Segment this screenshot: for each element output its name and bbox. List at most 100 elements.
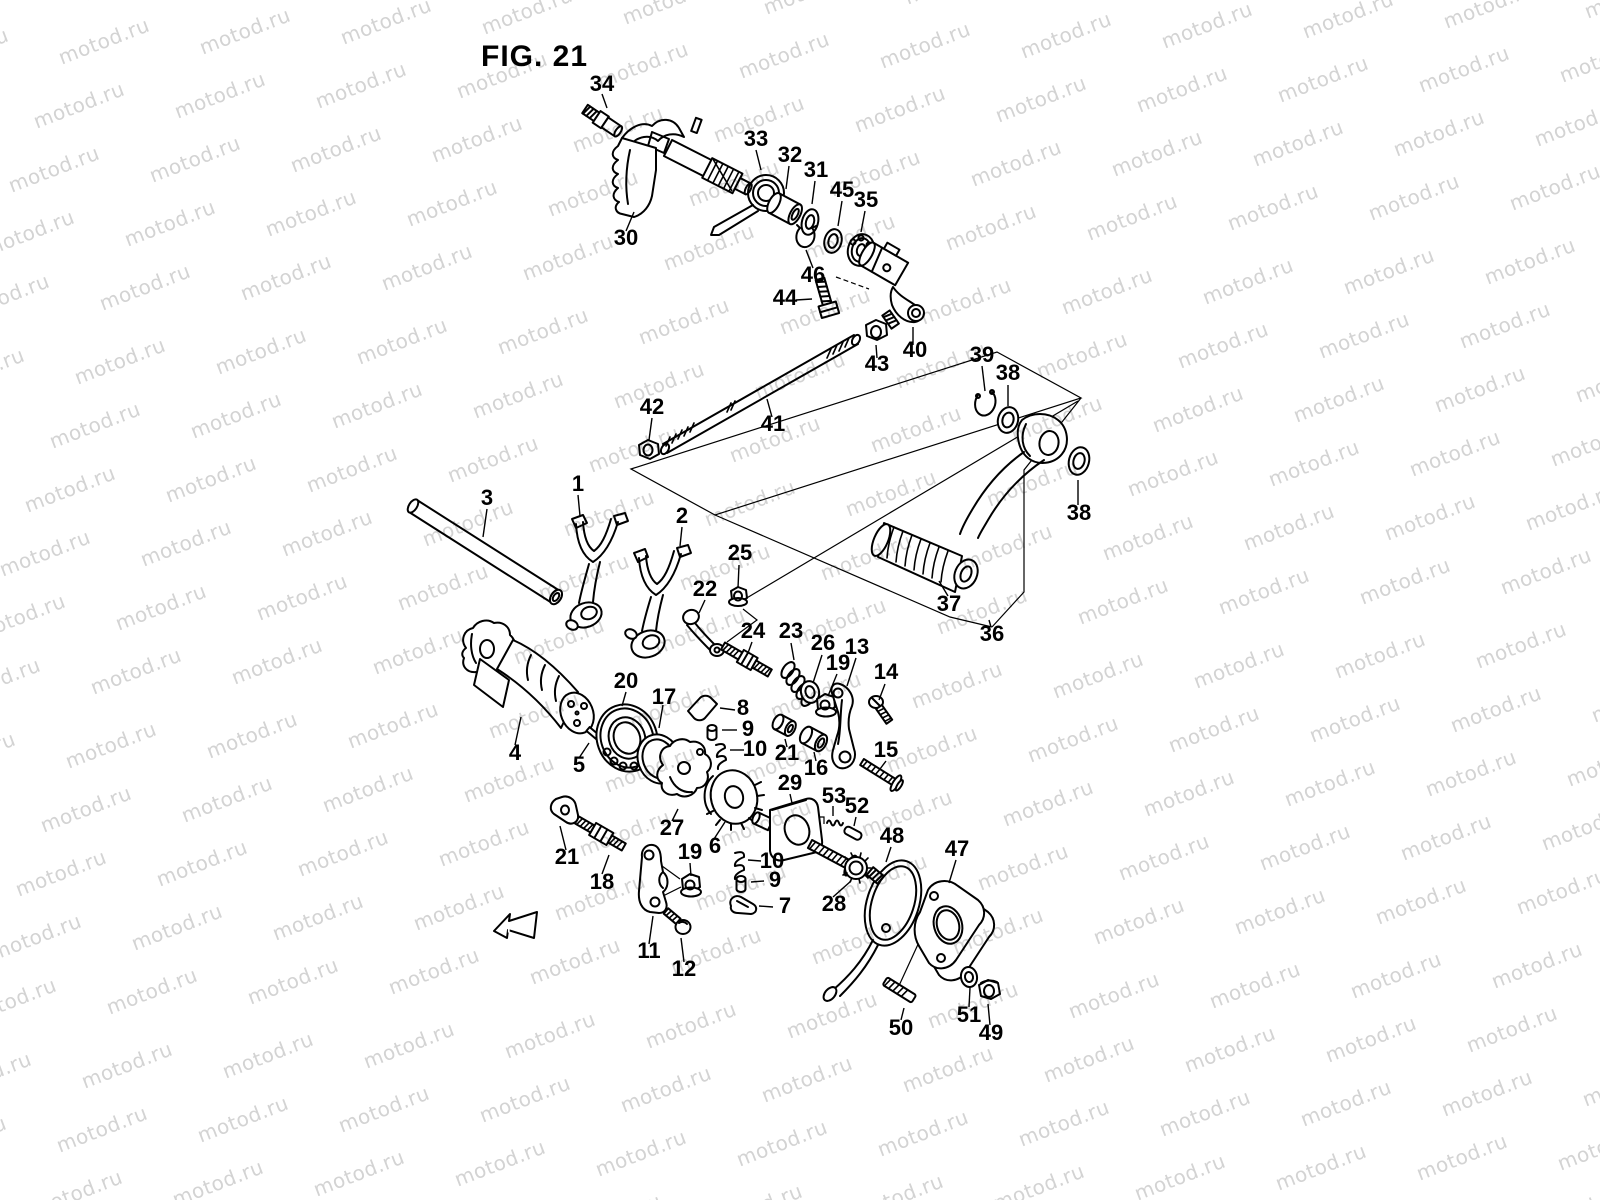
leader-line-42	[648, 417, 653, 441]
leader-line-2	[679, 526, 683, 547]
leader-line-37	[938, 580, 949, 597]
part-number-40: 40	[903, 337, 927, 362]
part-number-13: 13	[845, 634, 869, 659]
leader-line-13	[846, 657, 857, 687]
part-number-18: 18	[590, 869, 614, 894]
part-number-3: 3	[481, 485, 493, 510]
leader-line-22	[698, 599, 706, 614]
part-13-shift-arm	[830, 682, 856, 770]
leader-line-41	[766, 398, 773, 418]
leader-line-31	[811, 180, 816, 205]
part-24-adjuster-bolt	[720, 641, 773, 678]
leader-line-35	[860, 210, 866, 233]
part-10-spring-lower	[733, 851, 746, 880]
part-number-33: 33	[744, 126, 768, 151]
leader-line-43	[875, 344, 878, 359]
part-9-pin-lower	[735, 875, 747, 893]
leader-line-6	[713, 821, 726, 840]
part-number-24: 24	[741, 618, 766, 643]
part-6-ratchet-gear	[703, 769, 765, 831]
leader-line-9	[750, 880, 765, 883]
part-number-37: 37	[937, 591, 961, 616]
part-number-52: 52	[845, 793, 869, 818]
part-21-pad	[549, 795, 580, 825]
part-36-shift-lever	[959, 413, 1068, 539]
part-number-46: 46	[801, 262, 825, 287]
leader-line-27	[671, 808, 679, 822]
part-number-27: 27	[660, 815, 684, 840]
leader-line-23	[790, 642, 795, 661]
leader-line-1	[577, 494, 581, 517]
leader-line-20	[621, 691, 627, 707]
leader-line-16	[813, 751, 817, 762]
leader-line-24	[747, 641, 753, 654]
part-number-28: 28	[822, 891, 846, 916]
leader-line-51	[968, 987, 971, 1008]
part-number-9: 9	[769, 867, 781, 892]
part-25-flange-nut	[728, 586, 748, 607]
part-number-10: 10	[743, 736, 767, 761]
part-number-35: 35	[854, 187, 878, 212]
part-number-16: 16	[804, 755, 828, 780]
part-9-pin-upper	[706, 724, 718, 741]
leader-line-36	[988, 619, 992, 628]
part-number-11: 11	[637, 938, 660, 963]
part-number-49: 49	[979, 1020, 1003, 1045]
part-18-adjuster	[574, 815, 627, 852]
part-4-shift-cam-drum	[461, 619, 595, 735]
leader-line-18	[601, 854, 610, 875]
leader-line-44	[795, 298, 813, 301]
leader-line-30	[625, 211, 635, 232]
leader-line-48	[885, 846, 892, 863]
part-number-43: 43	[865, 351, 889, 376]
leader-line-15	[879, 760, 887, 770]
part-15-screw	[859, 758, 904, 792]
leader-line-25	[737, 564, 740, 589]
part-number-44: 44	[773, 285, 798, 310]
part-number-41: 41	[761, 411, 785, 436]
part-number-5: 5	[573, 752, 585, 777]
part-number-15: 15	[874, 737, 898, 762]
part-2-shift-fork	[624, 544, 692, 659]
part-47-cover-plate	[913, 880, 996, 982]
leader-line-11	[648, 915, 654, 945]
part-number-42: 42	[640, 394, 664, 419]
leader-line-21	[559, 825, 567, 851]
part-50-stud	[882, 976, 917, 1004]
part-number-39: 39	[970, 342, 994, 367]
leader-line-49	[987, 1003, 991, 1026]
part-44-bolt	[814, 276, 841, 320]
leader-line-28	[832, 880, 852, 898]
part-number-47: 47	[945, 836, 969, 861]
part-37-foot-peg	[870, 522, 979, 593]
part-41-linkage-rod	[659, 333, 862, 456]
leader-line-45	[837, 200, 843, 227]
leader-line-34	[601, 93, 608, 109]
leader-line-19	[827, 673, 838, 697]
part-8-plate	[687, 694, 718, 722]
part-3-fork-shaft	[406, 498, 564, 606]
part-number-2: 2	[676, 503, 688, 528]
leader-line-29	[789, 793, 793, 804]
part-16-bushing	[798, 725, 829, 753]
part-number-21: 21	[775, 740, 799, 765]
part-number-51: 51	[957, 1002, 981, 1027]
part-1-shift-fork	[565, 512, 629, 631]
part-10-spring-upper	[715, 743, 727, 770]
part-42-nut	[638, 439, 660, 460]
part-number-19: 19	[826, 650, 850, 675]
part-number-7: 7	[779, 893, 791, 918]
part-43-nut	[865, 319, 888, 341]
leader-line-19	[689, 862, 692, 877]
part-number-38: 38	[1067, 500, 1091, 525]
part-number-30: 30	[614, 225, 638, 250]
leader-line-47	[948, 859, 957, 884]
part-7-clip	[729, 895, 758, 915]
part-45-snap-ring	[823, 228, 843, 254]
part-number-53: 53	[822, 783, 846, 808]
part-40-shift-joint	[858, 241, 925, 330]
part-26-washer	[799, 680, 821, 704]
part-number-23: 23	[779, 618, 803, 643]
